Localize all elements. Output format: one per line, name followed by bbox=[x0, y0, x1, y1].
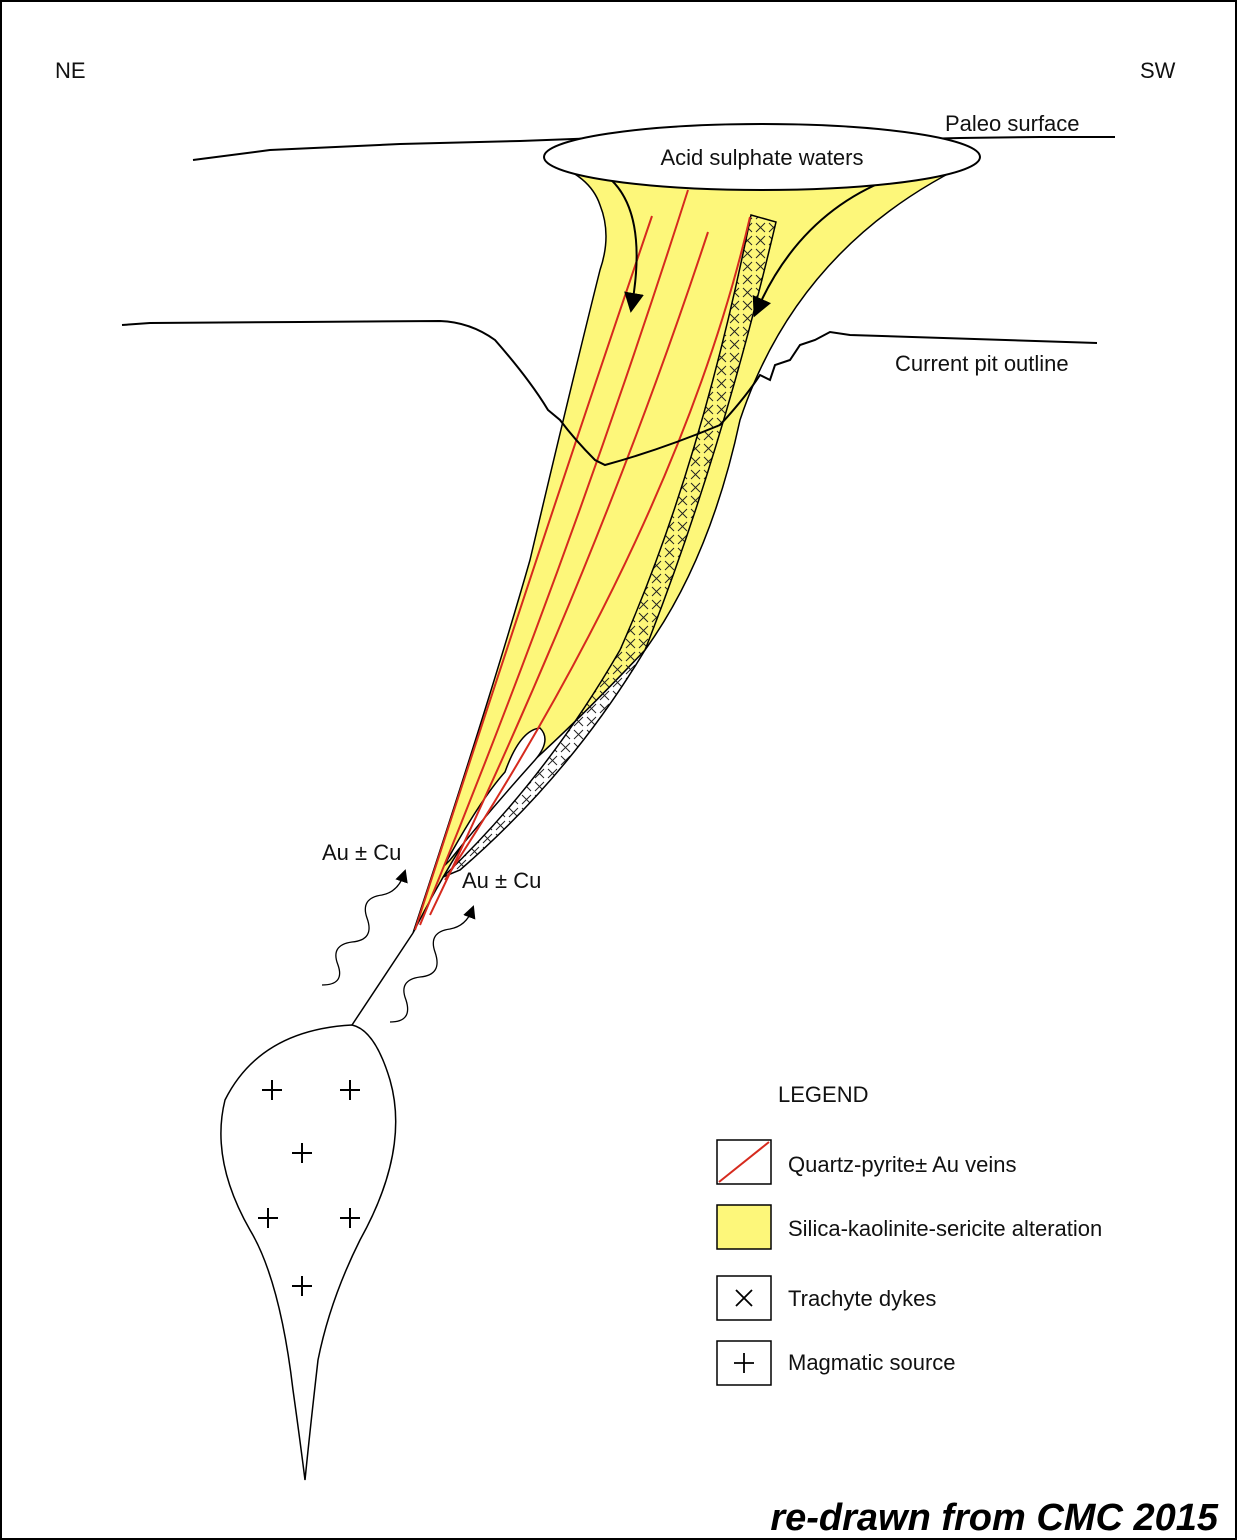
wavy-arrow-left bbox=[322, 874, 404, 985]
legend-vein-label: Quartz-pyrite± Au veins bbox=[788, 1152, 1017, 1177]
legend-magma-label: Magmatic source bbox=[788, 1350, 956, 1375]
ne-label: NE bbox=[55, 58, 86, 83]
wavy-arrow-right bbox=[390, 910, 472, 1022]
alteration-zone bbox=[413, 158, 980, 933]
paleo-surface-label: Paleo surface bbox=[945, 111, 1080, 136]
feeder-conduit bbox=[352, 933, 413, 1025]
legend-dyke-label: Trachyte dykes bbox=[788, 1286, 936, 1311]
pit-outline-label: Current pit outline bbox=[895, 351, 1069, 376]
legend-alteration-label: Silica-kaolinite-sericite alteration bbox=[788, 1216, 1102, 1241]
legend-alteration-swatch bbox=[717, 1205, 771, 1249]
acid-waters-label: Acid sulphate waters bbox=[661, 145, 864, 170]
magmatic-body bbox=[221, 1025, 396, 1480]
sw-label: SW bbox=[1140, 58, 1176, 83]
mineral-label-left: Au ± Cu bbox=[322, 840, 401, 865]
legend: LEGEND Quartz-pyrite± Au veins Silica-ka… bbox=[717, 1082, 1102, 1385]
credit-text: re-drawn from CMC 2015 bbox=[770, 1497, 1219, 1539]
legend-title: LEGEND bbox=[778, 1082, 868, 1107]
mineral-label-right: Au ± Cu bbox=[462, 868, 541, 893]
